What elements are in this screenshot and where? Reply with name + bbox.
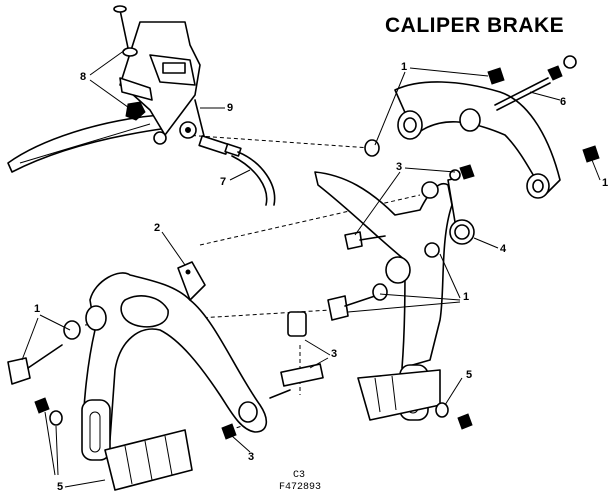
- callout-2: 2: [154, 222, 161, 234]
- callout-5-left: 5: [57, 481, 64, 493]
- callout-1-right: 1: [602, 177, 608, 189]
- brake-lever: [7, 5, 206, 173]
- callout-6: 6: [560, 96, 567, 108]
- callout-4: 4: [500, 243, 507, 255]
- callout-3-top: 3: [396, 161, 403, 173]
- callout-3-mid: 3: [331, 348, 338, 360]
- callout-1-left: 1: [34, 303, 41, 315]
- leader-lines: [21, 49, 601, 488]
- left-brake-arm: [7, 261, 324, 491]
- brake-cable: [198, 135, 276, 206]
- callout-9: 9: [227, 102, 234, 114]
- callout-7: 7: [220, 176, 227, 188]
- callout-1-mid: 1: [463, 291, 470, 303]
- figure-code: C3: [293, 470, 306, 481]
- callout-1-top: 1: [401, 61, 408, 73]
- callout-5-right: 5: [466, 369, 473, 381]
- callout-8: 8: [80, 71, 87, 83]
- callout-3-bottom: 3: [248, 451, 255, 463]
- right-brake-arm: [314, 139, 475, 430]
- part-number: F472893: [279, 482, 322, 493]
- diagram-title: CALIPER BRAKE: [385, 14, 565, 37]
- caliper-yoke: [394, 55, 600, 199]
